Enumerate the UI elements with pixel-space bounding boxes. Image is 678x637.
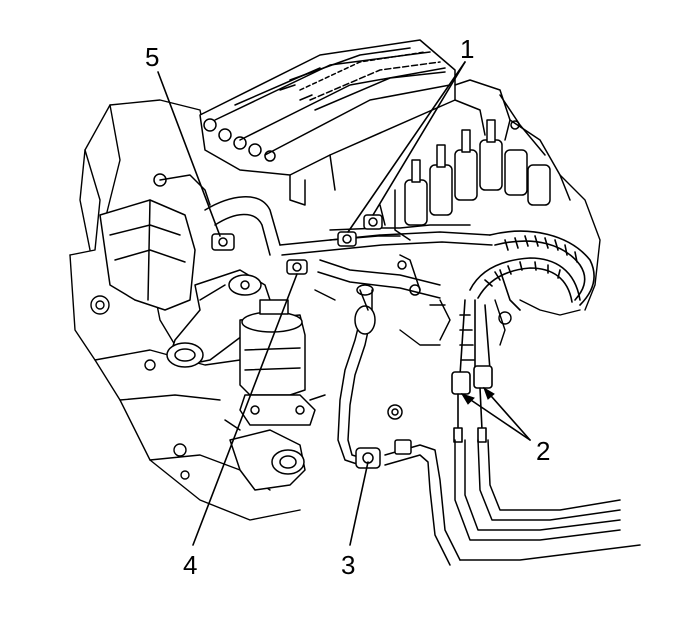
callout-label-4: 4	[183, 550, 197, 580]
callout-label-5: 5	[145, 42, 159, 72]
callout-label-2: 2	[536, 436, 550, 466]
callout-label-1: 1	[460, 34, 474, 64]
water-outlet	[166, 269, 403, 491]
arrowheads	[460, 386, 495, 405]
wiring-harness	[451, 230, 595, 443]
leader-line-3	[349, 461, 369, 546]
hoses-and-lines	[204, 196, 641, 566]
callout-labels: 1 2 3 4 5	[145, 34, 550, 580]
leader-line-1a	[372, 61, 466, 216]
leader-line-1b	[347, 61, 466, 233]
leader-line-5	[157, 71, 221, 237]
ignition-coils	[379, 79, 571, 241]
intake-plenum	[199, 39, 456, 206]
leader-lines	[157, 61, 531, 546]
callout-label-3: 3	[341, 550, 355, 580]
leader-line-4	[192, 273, 298, 546]
arrowhead-2b	[483, 386, 495, 400]
leader-line-2b	[483, 387, 531, 441]
throttle-body	[99, 173, 211, 311]
leader-line-2a	[461, 393, 531, 441]
right-cylinder-head	[314, 174, 601, 346]
arrowhead-2a	[460, 393, 475, 405]
